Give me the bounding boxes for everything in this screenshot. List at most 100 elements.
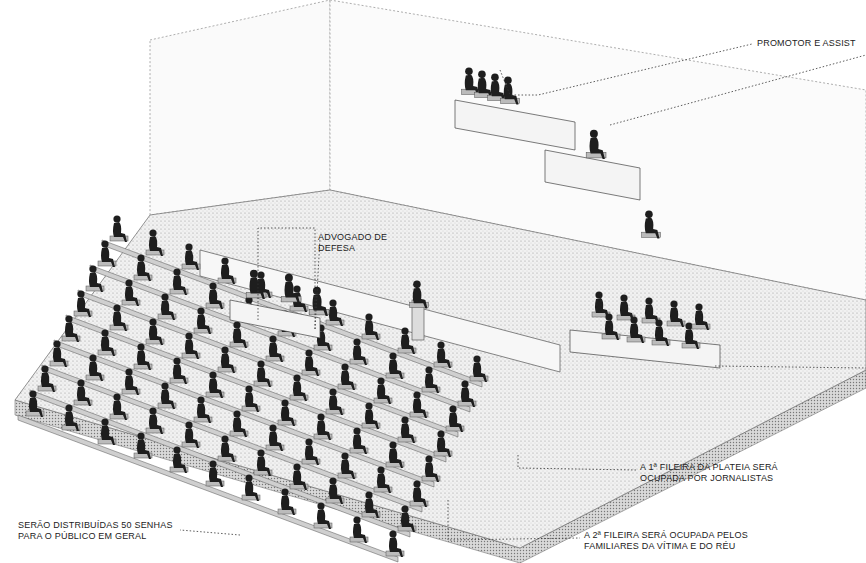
head — [281, 399, 288, 406]
head — [461, 380, 468, 387]
head — [185, 243, 192, 250]
head — [173, 357, 180, 364]
body — [329, 484, 343, 504]
body — [233, 328, 247, 348]
body — [185, 250, 199, 270]
head — [620, 294, 627, 301]
body — [377, 384, 391, 404]
seated-person — [266, 335, 284, 362]
head — [305, 349, 312, 356]
table — [570, 330, 720, 368]
head — [173, 268, 180, 275]
seated-person — [134, 432, 152, 459]
head — [305, 438, 312, 445]
head — [233, 321, 240, 328]
head — [425, 366, 432, 373]
seated-person — [475, 71, 494, 99]
body — [137, 439, 151, 459]
seated-person — [422, 455, 440, 482]
bench — [102, 240, 482, 387]
head — [185, 332, 192, 339]
seated-person — [170, 446, 188, 473]
seated-person — [281, 274, 301, 303]
seated-person — [182, 332, 200, 359]
head — [365, 491, 372, 498]
seated-person — [146, 229, 164, 256]
seated-person — [314, 413, 332, 440]
head — [630, 316, 637, 323]
body — [89, 272, 103, 292]
head — [281, 488, 288, 495]
head — [29, 390, 36, 397]
seated-person — [488, 74, 507, 102]
body — [113, 400, 127, 420]
head — [101, 329, 108, 336]
head — [173, 446, 180, 453]
head — [221, 346, 228, 353]
seated-person — [254, 449, 272, 476]
body — [101, 336, 115, 356]
seated-person — [410, 391, 428, 418]
seated-person — [86, 265, 104, 292]
head — [209, 371, 216, 378]
head — [389, 352, 396, 359]
head — [473, 355, 480, 362]
seated-person — [386, 352, 404, 379]
head — [413, 281, 421, 289]
table — [455, 100, 575, 150]
head — [161, 382, 168, 389]
body — [245, 481, 259, 501]
seated-person — [266, 424, 284, 451]
seated-person — [38, 365, 56, 392]
body — [197, 314, 211, 334]
head — [425, 455, 432, 462]
head — [89, 265, 96, 272]
body — [293, 470, 307, 490]
body — [149, 325, 163, 345]
bench — [54, 340, 434, 487]
body — [29, 397, 43, 417]
seated-person — [62, 404, 80, 431]
seated-person — [501, 77, 520, 105]
head — [645, 211, 653, 219]
body — [413, 487, 427, 507]
body — [365, 498, 379, 518]
head — [221, 435, 228, 442]
head — [209, 460, 216, 467]
body — [449, 412, 463, 432]
body — [77, 297, 91, 317]
seated-person — [642, 211, 661, 239]
seated-person — [362, 402, 380, 429]
back-wall — [150, 0, 330, 215]
head — [185, 421, 192, 428]
body — [161, 389, 175, 409]
head — [257, 360, 264, 367]
seated-person — [350, 338, 368, 365]
head — [645, 297, 652, 304]
head — [437, 430, 444, 437]
bench — [78, 290, 458, 437]
head — [437, 341, 444, 348]
body — [425, 462, 439, 482]
seated-person — [254, 360, 272, 387]
seated-person — [218, 346, 236, 373]
seated-person — [74, 379, 92, 406]
head — [101, 418, 108, 425]
head — [149, 318, 156, 325]
leader-line — [715, 366, 866, 368]
head — [137, 343, 144, 350]
head — [401, 416, 408, 423]
table — [230, 300, 320, 338]
bench — [42, 365, 422, 512]
head — [590, 130, 598, 138]
body — [365, 320, 379, 340]
head — [341, 363, 348, 370]
callout-label: A 2ª FILEIRA SERÁ OCUPADA PELOS FAMILIAR… — [584, 530, 774, 552]
callout-label: SERÃO DISTRIBUÍDAS 50 SENHAS PARA O PÚBL… — [18, 520, 178, 542]
head — [685, 322, 692, 329]
seated-person — [374, 466, 392, 493]
head — [137, 432, 144, 439]
body — [161, 300, 175, 320]
head — [285, 274, 293, 282]
seated-person — [326, 388, 344, 415]
